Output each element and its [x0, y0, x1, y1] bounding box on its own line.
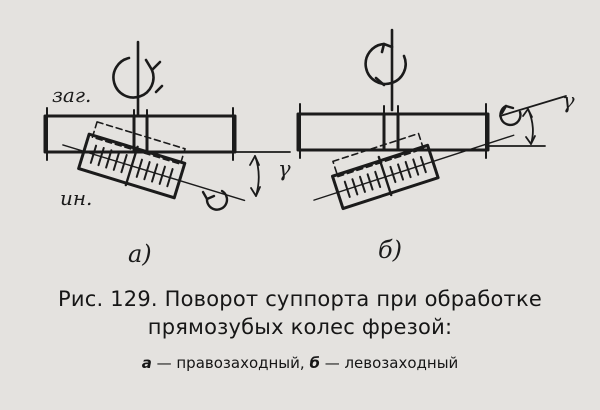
legend-letter-b: б: [309, 354, 320, 372]
subfigure-label: б): [378, 236, 402, 264]
gear-cutting-diagram: заг. ин. γ а): [43, 28, 575, 268]
tool-rotation-arrow-icon: [201, 189, 229, 211]
tool-rotation-arrow-icon: [499, 104, 522, 127]
tool-label: ин.: [60, 186, 92, 210]
subfigure-label: а): [128, 240, 152, 268]
figure-caption-title: Рис. 129. Поворот суппорта при обработке: [58, 287, 542, 311]
hob-tool: [313, 132, 515, 211]
legend-letter-a: а: [141, 354, 152, 372]
angle-gamma-marker: [487, 95, 567, 147]
workpiece-blank: [296, 103, 490, 159]
figure-caption-legend: а — правозаходный, б — левозаходный: [0, 354, 600, 372]
angle-label: γ: [562, 89, 575, 113]
legend-text-a: — правозаходный,: [151, 354, 310, 372]
figure-caption-subtitle: прямозубых колес фрезой:: [147, 315, 453, 339]
angle-gamma-marker: [234, 151, 291, 197]
hob-tool: [62, 121, 246, 202]
legend-text-b: — левозаходный: [319, 354, 459, 372]
diagram-right-hand-hob: заг. ин. γ а): [43, 40, 291, 268]
workpiece-label: заг.: [52, 83, 91, 107]
diagram-left-hand-hob: γ б): [296, 28, 575, 264]
rotation-arrow-icon: [112, 40, 164, 118]
angle-label: γ: [278, 157, 291, 181]
rotation-arrow-icon: [364, 28, 407, 112]
